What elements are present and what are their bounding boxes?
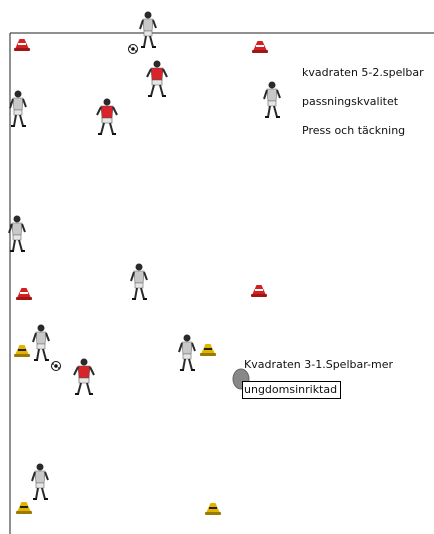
player-figure-icon: [130, 262, 148, 301]
cone-icon: [14, 39, 30, 51]
player-figure-icon: [73, 357, 95, 396]
drill-label-bottom-2: ungdomsinriktad: [242, 381, 342, 399]
cone-icon: [252, 41, 268, 53]
cone-icon: [14, 345, 30, 357]
cone-icon: [16, 288, 32, 300]
player-figure-icon: [8, 214, 26, 253]
cone-icon: [251, 285, 267, 297]
player-figure-icon: [146, 59, 168, 98]
player-figure-icon: [139, 10, 157, 49]
drill-label-top-1: kvadraten 5-2.spelbar: [302, 66, 424, 79]
drill-label-bottom-1: Kvadraten 3-1.Spelbar-mer: [244, 358, 394, 371]
player-figure-icon: [31, 462, 49, 501]
player-figure-icon: [96, 97, 118, 136]
player-figure-icon: [9, 89, 27, 128]
cone-icon: [16, 502, 32, 514]
drill-label-top-2: passningskvalitet: [302, 95, 399, 108]
player-figure-icon: [263, 80, 281, 119]
drill-label-top-3: Press och täckning: [302, 124, 406, 137]
ball-icon: [128, 44, 138, 54]
player-figure-icon: [178, 333, 196, 372]
cone-icon: [205, 503, 221, 515]
cone-icon: [200, 344, 216, 356]
ball-icon: [51, 361, 61, 371]
player-figure-icon: [32, 323, 50, 362]
